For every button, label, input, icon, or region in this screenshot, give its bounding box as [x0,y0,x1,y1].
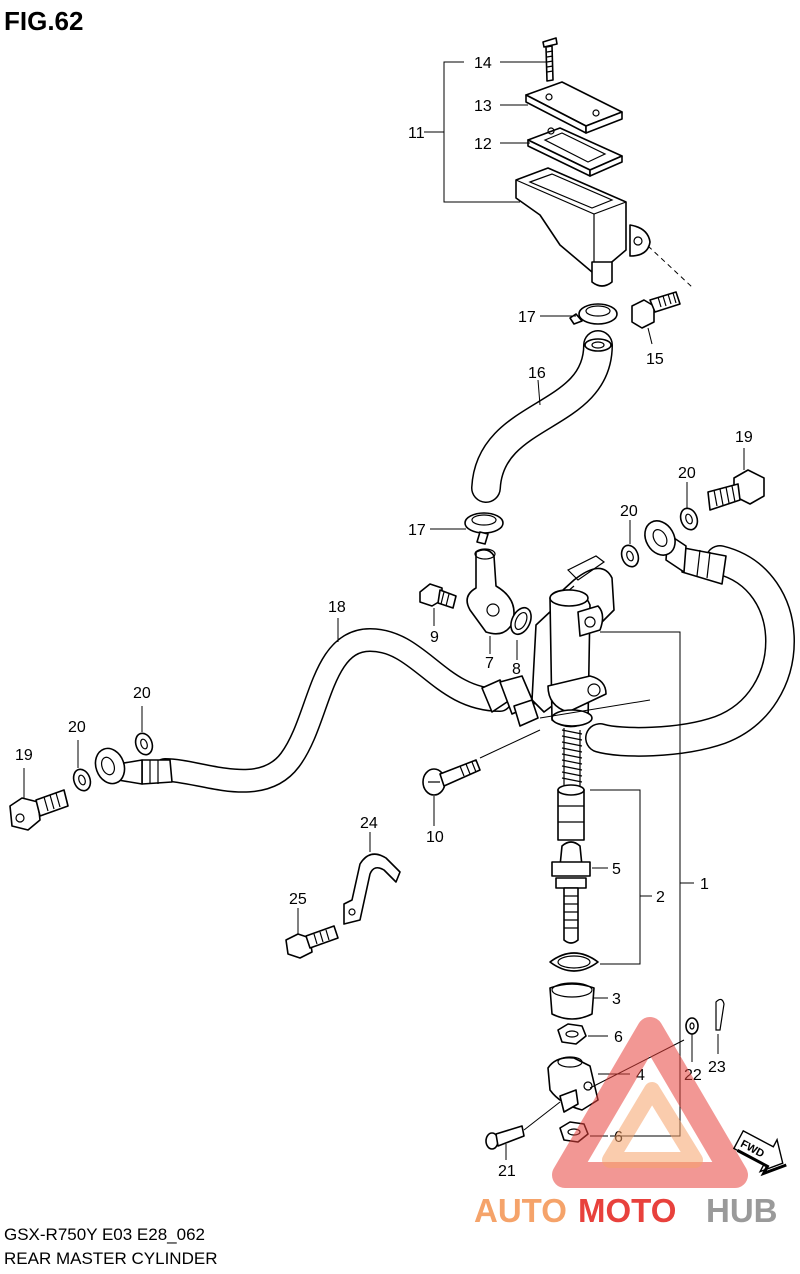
washer-20-right-upper [679,507,699,531]
reservoir-body-11 [515,167,651,287]
diaphragm-12 [527,127,623,177]
callout-25: 25 [289,891,307,908]
callout-17-lower: 17 [408,522,426,539]
callout-12: 12 [474,136,492,153]
callout-4: 4 [636,1067,645,1084]
washer-20-left-upper [134,732,154,756]
hose-clamp-17-upper [540,303,618,325]
callout-15: 15 [646,351,664,368]
washer-22 [685,1017,699,1062]
watermark-text-hub: HUB [706,1192,778,1229]
screw-14 [542,37,558,82]
nut-6-upper [557,1023,608,1045]
master-cylinder-body [531,555,615,728]
banjo-bolt-19-left [9,768,69,831]
callout-20-b: 20 [620,503,638,520]
callout-20-d: 20 [68,719,86,736]
hose-clamp-17-lower [430,512,504,545]
callout-13: 13 [474,98,492,115]
brake-hose-18 [94,618,539,793]
union-fitting-7 [466,548,515,654]
callout-24: 24 [360,815,378,832]
bolt-10 [422,729,541,826]
callout-19-right: 19 [735,429,753,446]
bolt-15 [631,291,681,345]
watermark-logo: AUTO MOTO HUB [474,1017,778,1229]
callout-16: 16 [528,365,546,382]
watermark-text-auto: AUTO [474,1192,567,1229]
callout-21: 21 [498,1163,516,1180]
clevis-pin-21 [485,1101,561,1160]
diagram-caption: REAR MASTER CYLINDER [4,1249,217,1268]
callout-2: 2 [656,889,665,906]
screw-9 [419,583,457,626]
reservoir-cap-13 [525,81,623,134]
callout-7: 7 [485,655,494,672]
washer-20-left-lower [72,768,92,792]
callout-19-left: 19 [15,747,33,764]
callout-20-c: 20 [133,685,151,702]
piston-set-2 [549,728,652,1020]
callout-17-upper: 17 [518,309,536,326]
callout-9: 9 [430,629,439,646]
figure-title: FIG.62 [4,6,83,36]
fwd-arrow-icon: FWD [732,1129,787,1177]
callout-20-a: 20 [678,465,696,482]
cotter-pin-23 [715,998,725,1054]
callout-18: 18 [328,599,346,616]
watermark-text-moto: MOTO [578,1192,676,1229]
callout-14: 14 [474,55,492,72]
hose-guide-24 [343,832,401,925]
callout-23: 23 [708,1059,726,1076]
callout-11: 11 [408,125,425,142]
banjo-bolt-19-right [707,448,765,511]
brake-hose-right [539,520,795,757]
model-code: GSX-R750Y E03 E28_062 [4,1225,205,1244]
callout-3: 3 [612,991,621,1008]
callout-8: 8 [512,661,521,678]
reservoir-assembly [424,37,693,288]
reservoir-hose-16 [471,330,613,503]
callout-10: 10 [426,829,444,846]
o-ring-8 [510,606,532,660]
bolt-25 [285,908,339,959]
callout-6-upper: 6 [614,1029,623,1046]
callout-1: 1 [700,876,709,893]
callout-5: 5 [612,861,621,878]
bracket-line-1 [600,631,681,1137]
washer-20-right-lower [620,544,640,568]
